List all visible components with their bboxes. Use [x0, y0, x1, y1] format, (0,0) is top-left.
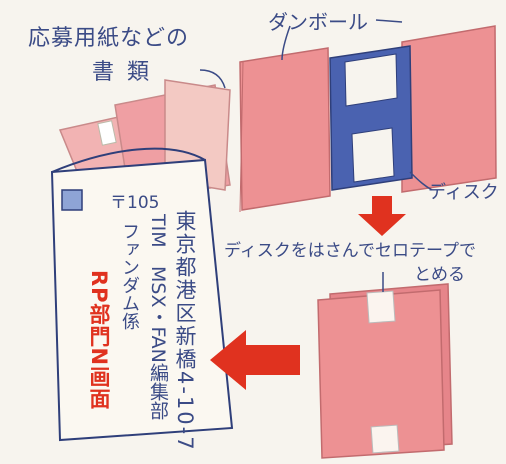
label-cardboard: ダンボール: [268, 10, 368, 34]
envelope-org-1: TIM: [147, 214, 169, 248]
stamp: [61, 189, 83, 211]
envelope-org-2: MSX・FAN編集部: [147, 266, 169, 420]
envelope: [50, 147, 234, 442]
label-instruction-end: とめる: [414, 265, 465, 285]
envelope-recipient: RP部門N画面: [87, 270, 111, 411]
floppy-disk: [329, 45, 413, 191]
pointer-lines: [199, 19, 433, 292]
envelope-org-3: ファンダム係: [119, 222, 140, 330]
tape-bottom: [370, 424, 400, 454]
label-application-docs: 応募用紙などの: [28, 26, 190, 51]
label-documents: 書 類: [92, 60, 152, 85]
taped-package: [317, 283, 453, 459]
tape-top: [366, 290, 396, 324]
left-arrow: [210, 330, 300, 390]
cardboard-back: [401, 25, 497, 193]
envelope-postal-code: 〒105: [110, 193, 160, 213]
label-disk: ディスク: [428, 182, 499, 203]
cardboard-front: [239, 47, 331, 213]
envelope-address: 東京都港区新橋4-10-7: [173, 210, 197, 452]
down-arrow: [358, 196, 406, 236]
label-instruction: ディスクをはさんでセロテープで: [224, 241, 476, 261]
